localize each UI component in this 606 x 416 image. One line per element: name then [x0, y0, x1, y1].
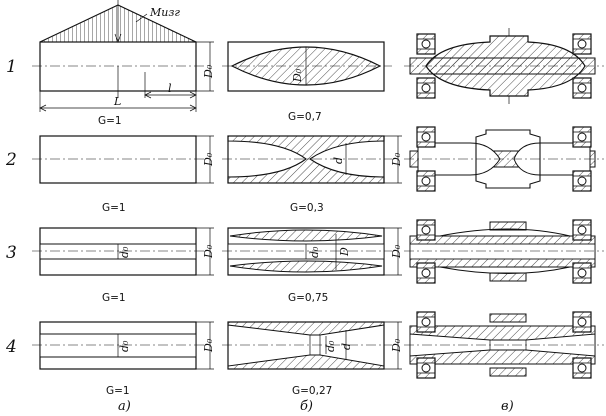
row-number-3: 3 [6, 243, 17, 263]
b-row3-hollow-lens-shaft: d₀ D D₀ G=0,75 [222, 227, 403, 304]
b4-dim-d0: d₀ [324, 340, 337, 352]
b3-dim-D0: D₀ [390, 244, 403, 259]
a-row4-hollow-shaft: d₀ D₀ G=1 [32, 321, 215, 397]
a1-dim-D0: D₀ [202, 64, 215, 79]
v-row4-assembly [404, 311, 604, 379]
a-row1-solid-shaft: Mизг D₀ L l G=1 [32, 0, 215, 127]
b3-ratio: G=0,75 [288, 292, 328, 304]
b4-dim-D0: D₀ [390, 338, 403, 353]
column-b: D₀ G=0,7 d D₀ G=0,3 d₀ D [222, 41, 403, 397]
a-row2-solid-shaft: D₀ G=1 [32, 135, 215, 214]
column-a: Mизг D₀ L l G=1 [32, 0, 215, 397]
row-number-2: 2 [5, 150, 17, 170]
b3-dim-d0: d₀ [308, 246, 321, 258]
a-row3-hollow-shaft: d₀ D₀ G=1 [32, 227, 215, 304]
column-captions: a) б) в) [118, 399, 514, 414]
caption-v: в) [501, 399, 514, 414]
a3-dim-d0: d₀ [118, 246, 131, 258]
row-number-4: 4 [5, 337, 17, 357]
b4-dim-d: d [340, 343, 353, 350]
a2-ratio: G=1 [102, 202, 126, 214]
b-row4-hollow-conical-shaft: d₀ d D₀ G=0,27 [222, 321, 403, 397]
moment-label: Mизг [149, 6, 180, 19]
b1-ratio: G=0,7 [288, 111, 322, 123]
a1-dim-L: L [113, 95, 121, 108]
caption-b: б) [300, 399, 313, 414]
b3-dim-D: D [338, 247, 351, 257]
a1-dim-l: l [168, 82, 172, 95]
v-row2-assembly [404, 126, 604, 192]
caption-a: a) [118, 399, 131, 414]
a4-dim-D0: D₀ [202, 338, 215, 353]
b-row2-waisted-shaft: d D₀ G=0,3 [222, 135, 403, 214]
row-numbers: 1 2 3 4 [5, 57, 17, 357]
a3-dim-D0: D₀ [202, 244, 215, 259]
a2-dim-D0: D₀ [202, 152, 215, 167]
column-v [404, 28, 604, 379]
b2-dim-d: d [332, 157, 345, 164]
a4-dim-d0: d₀ [118, 340, 131, 352]
v-row3-assembly [404, 219, 604, 284]
b2-dim-D0: D₀ [390, 152, 403, 167]
b4-ratio: G=0,27 [292, 385, 332, 397]
b-row1-lens-shaft: D₀ G=0,7 [222, 41, 392, 123]
a4-ratio: G=1 [106, 385, 130, 397]
b1-dim-D0: D₀ [291, 68, 304, 83]
a3-ratio: G=1 [102, 292, 126, 304]
a1-ratio: G=1 [98, 115, 122, 127]
row-number-1: 1 [6, 57, 17, 77]
b2-ratio: G=0,3 [290, 202, 324, 214]
v-row1-assembly [404, 28, 604, 104]
